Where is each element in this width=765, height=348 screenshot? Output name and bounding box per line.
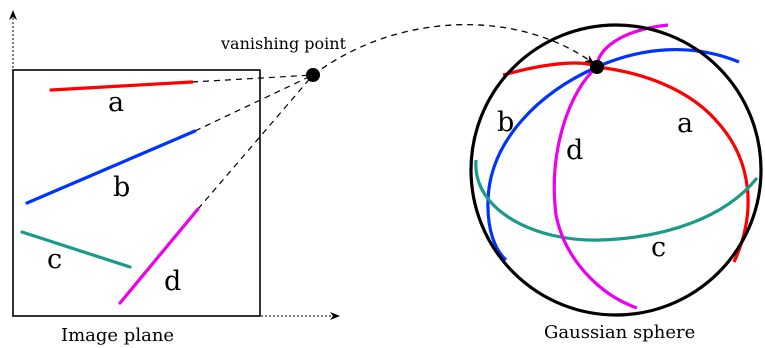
great-circle-d xyxy=(552,23,669,310)
sphere-label-a: a xyxy=(677,108,693,139)
extension-a xyxy=(191,74,314,83)
extension-b xyxy=(194,74,314,132)
image-label-a: a xyxy=(108,87,124,118)
gaussian-sphere-panel: a b c d Gaussian sphere xyxy=(469,23,763,343)
image-line-a xyxy=(49,80,194,92)
sphere-vanishing-point xyxy=(590,60,604,74)
vanishing-point-group: vanishing point xyxy=(220,24,595,82)
sphere-label-c: c xyxy=(651,232,666,263)
sphere-label-b: b xyxy=(497,107,514,138)
great-circle-c xyxy=(474,159,759,242)
gaussian-sphere-caption: Gaussian sphere xyxy=(544,322,695,343)
image-label-d: d xyxy=(164,266,181,297)
sphere-outline xyxy=(469,23,763,317)
image-label-b: b xyxy=(113,172,130,203)
image-label-c: c xyxy=(47,244,62,275)
vanishing-point-label: vanishing point xyxy=(220,34,347,53)
image-line-b xyxy=(25,129,197,205)
great-circle-b xyxy=(486,48,740,262)
image-frame xyxy=(12,69,261,317)
great-circle-a xyxy=(502,61,750,263)
extension-d xyxy=(197,74,314,210)
image-plane-panel: a b c d Image plane xyxy=(9,10,340,346)
mapping-arrow xyxy=(312,24,595,76)
sphere-label-d: d xyxy=(566,135,583,166)
image-line-c xyxy=(20,230,132,269)
image-line-d xyxy=(118,207,200,305)
image-plane-caption: Image plane xyxy=(61,325,174,346)
